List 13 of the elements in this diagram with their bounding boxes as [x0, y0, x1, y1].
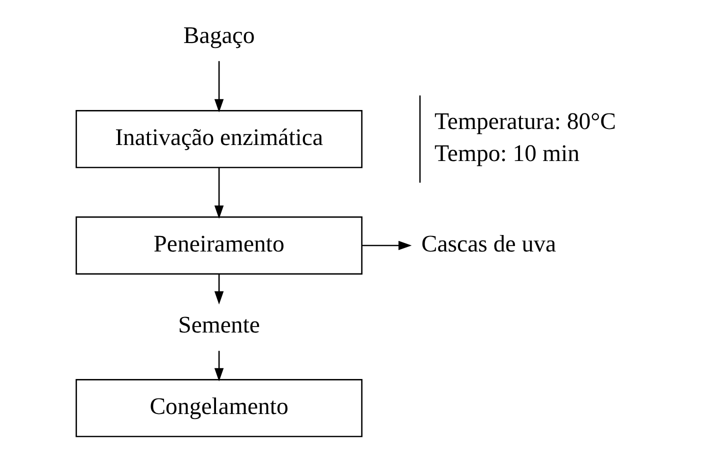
node-text: Cascas de uva	[421, 231, 556, 258]
node-label: Temperatura: 80°C	[434, 109, 616, 136]
node-label: Tempo: 10 min	[434, 140, 580, 167]
node-text: Bagaço	[183, 23, 255, 50]
node-box: Inativação enzimática	[76, 110, 362, 168]
arrow	[214, 274, 224, 305]
node-box: Congelamento	[76, 379, 362, 438]
node-text: Semente	[178, 312, 260, 339]
arrow	[214, 61, 224, 112]
node-box: Peneiramento	[76, 216, 362, 275]
arrow	[214, 168, 224, 219]
arrow	[214, 350, 224, 382]
arrow	[362, 240, 412, 250]
